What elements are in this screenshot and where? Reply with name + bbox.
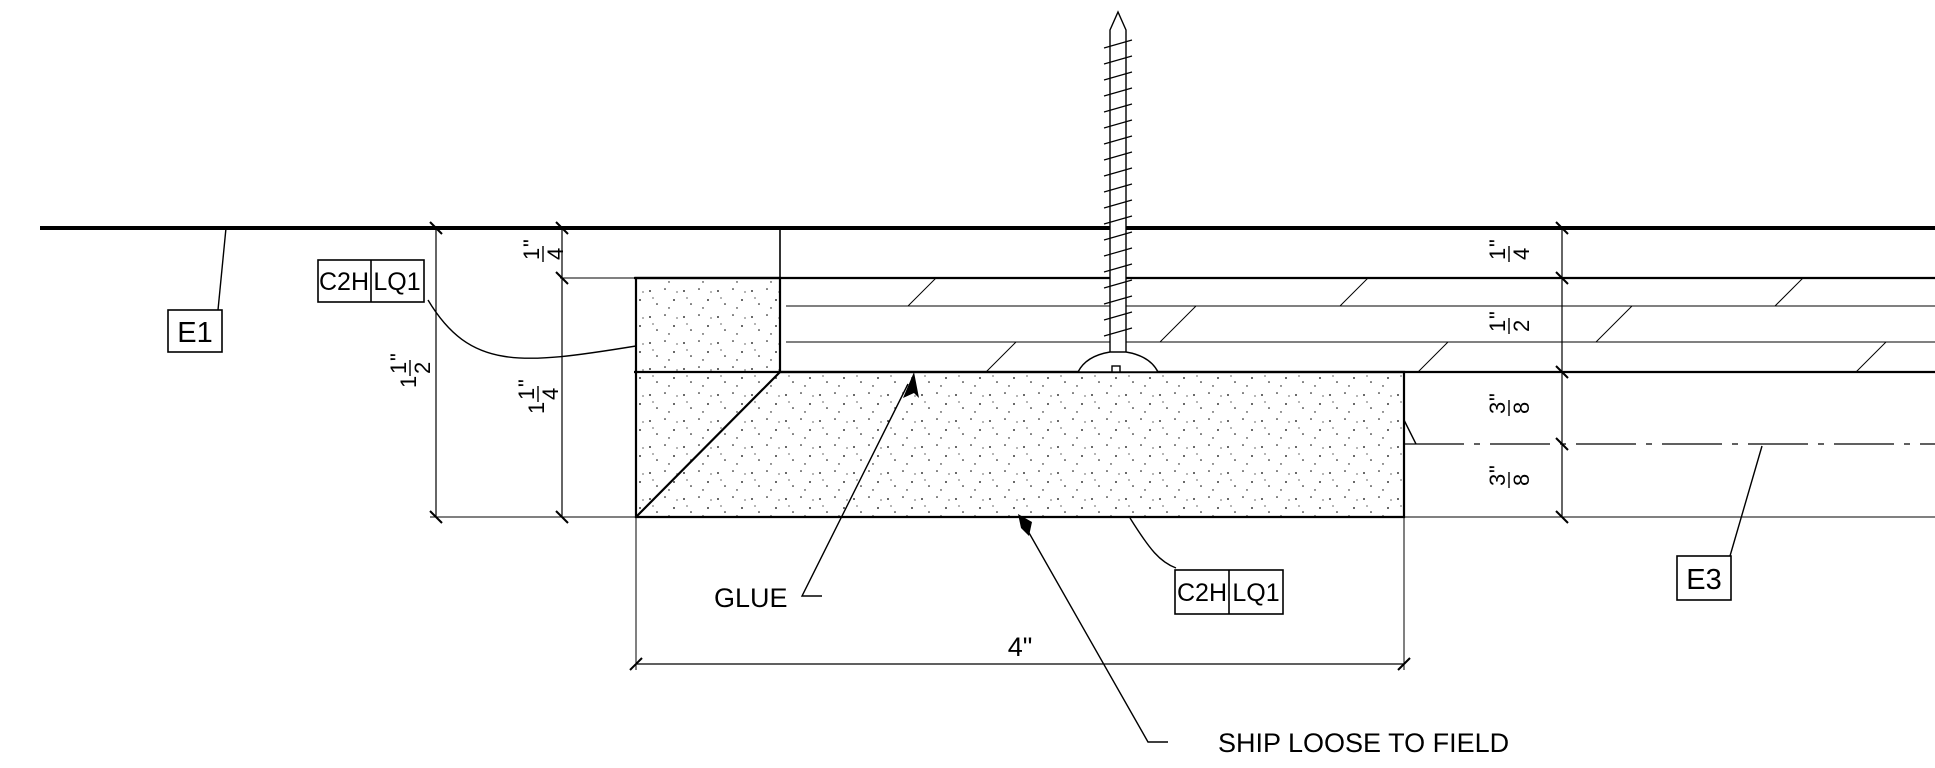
screw-thread — [1103, 119, 1133, 129]
screw-thread — [1103, 71, 1133, 81]
screw-thread — [1103, 103, 1133, 113]
elevation-tag-e1: E1 — [177, 317, 212, 349]
dim-right-top: 1 4 " — [1485, 239, 1534, 262]
svg-text:": " — [1485, 311, 1510, 319]
screw-thread — [1103, 151, 1133, 161]
elevation-tag-e3: E3 — [1686, 564, 1721, 596]
panel-layers — [634, 228, 1935, 374]
screw-thread — [1103, 167, 1133, 177]
screw-icon — [1076, 10, 1160, 373]
svg-text:": " — [1485, 393, 1510, 401]
ship-loose-note: SHIP LOOSE TO FIELD — [1218, 728, 1509, 758]
trim-block — [634, 276, 1406, 519]
screw-thread — [1103, 199, 1133, 209]
material-tag-code-bottom: LQ1 — [1232, 579, 1279, 607]
finish-tag-code-bottom: C2H — [1177, 579, 1227, 607]
screw-thread — [1103, 183, 1133, 193]
svg-text:3: 3 — [1485, 474, 1510, 486]
leader-lines — [217, 227, 1763, 743]
extension-lines — [430, 277, 1405, 670]
dim-left-total: 1 1 2 " — [386, 353, 435, 388]
svg-text:": " — [514, 379, 539, 387]
svg-text:8: 8 — [1509, 474, 1534, 486]
finish-tag-code-top: C2H — [319, 268, 369, 296]
svg-text:1: 1 — [519, 248, 544, 260]
screw-thread — [1103, 87, 1133, 97]
svg-text:1: 1 — [524, 402, 549, 414]
svg-text:8: 8 — [1509, 402, 1534, 414]
screw-thread — [1103, 231, 1133, 241]
svg-text:": " — [519, 239, 544, 247]
screw-thread — [1103, 215, 1133, 225]
screw-thread — [1103, 135, 1133, 145]
screw-thread — [1103, 263, 1133, 273]
svg-text:1: 1 — [386, 362, 411, 374]
svg-text:1: 1 — [514, 388, 539, 400]
svg-text:": " — [1485, 239, 1510, 247]
leader-arrowheads — [903, 372, 1032, 536]
screw-thread — [1103, 247, 1133, 257]
svg-text:1: 1 — [1485, 320, 1510, 332]
glue-note: GLUE — [714, 583, 788, 613]
dim-left-inner: 1 1 4 " — [514, 379, 563, 414]
svg-text:": " — [1485, 465, 1510, 473]
width-dimension: 4" — [1008, 632, 1033, 662]
svg-text:3: 3 — [1485, 402, 1510, 414]
dim-right-mid: 1 2 " — [1485, 311, 1534, 334]
screw-thread — [1103, 39, 1133, 49]
svg-text:4: 4 — [1509, 248, 1534, 260]
dim-left-top: 1 4 " — [519, 239, 568, 262]
svg-text:4: 4 — [538, 388, 563, 400]
screw-threads — [1103, 39, 1133, 337]
material-tag-code-top: LQ1 — [373, 268, 420, 296]
screw-thread — [1103, 55, 1133, 65]
screw-thread — [1103, 311, 1133, 321]
screw-thread — [1103, 279, 1133, 289]
dim-right-lower-b: 3 8 " — [1485, 465, 1534, 488]
svg-text:": " — [386, 353, 411, 361]
svg-text:1: 1 — [1485, 248, 1510, 260]
dim-right-lower-a: 3 8 " — [1485, 393, 1534, 416]
svg-text:2: 2 — [410, 362, 435, 374]
screw-thread — [1103, 295, 1133, 305]
screw-thread — [1103, 327, 1133, 337]
svg-text:4: 4 — [543, 248, 568, 260]
dimension-ticks — [429, 221, 1569, 671]
svg-text:1: 1 — [396, 376, 421, 388]
svg-text:2: 2 — [1509, 320, 1534, 332]
tag-boxes — [167, 259, 1732, 615]
